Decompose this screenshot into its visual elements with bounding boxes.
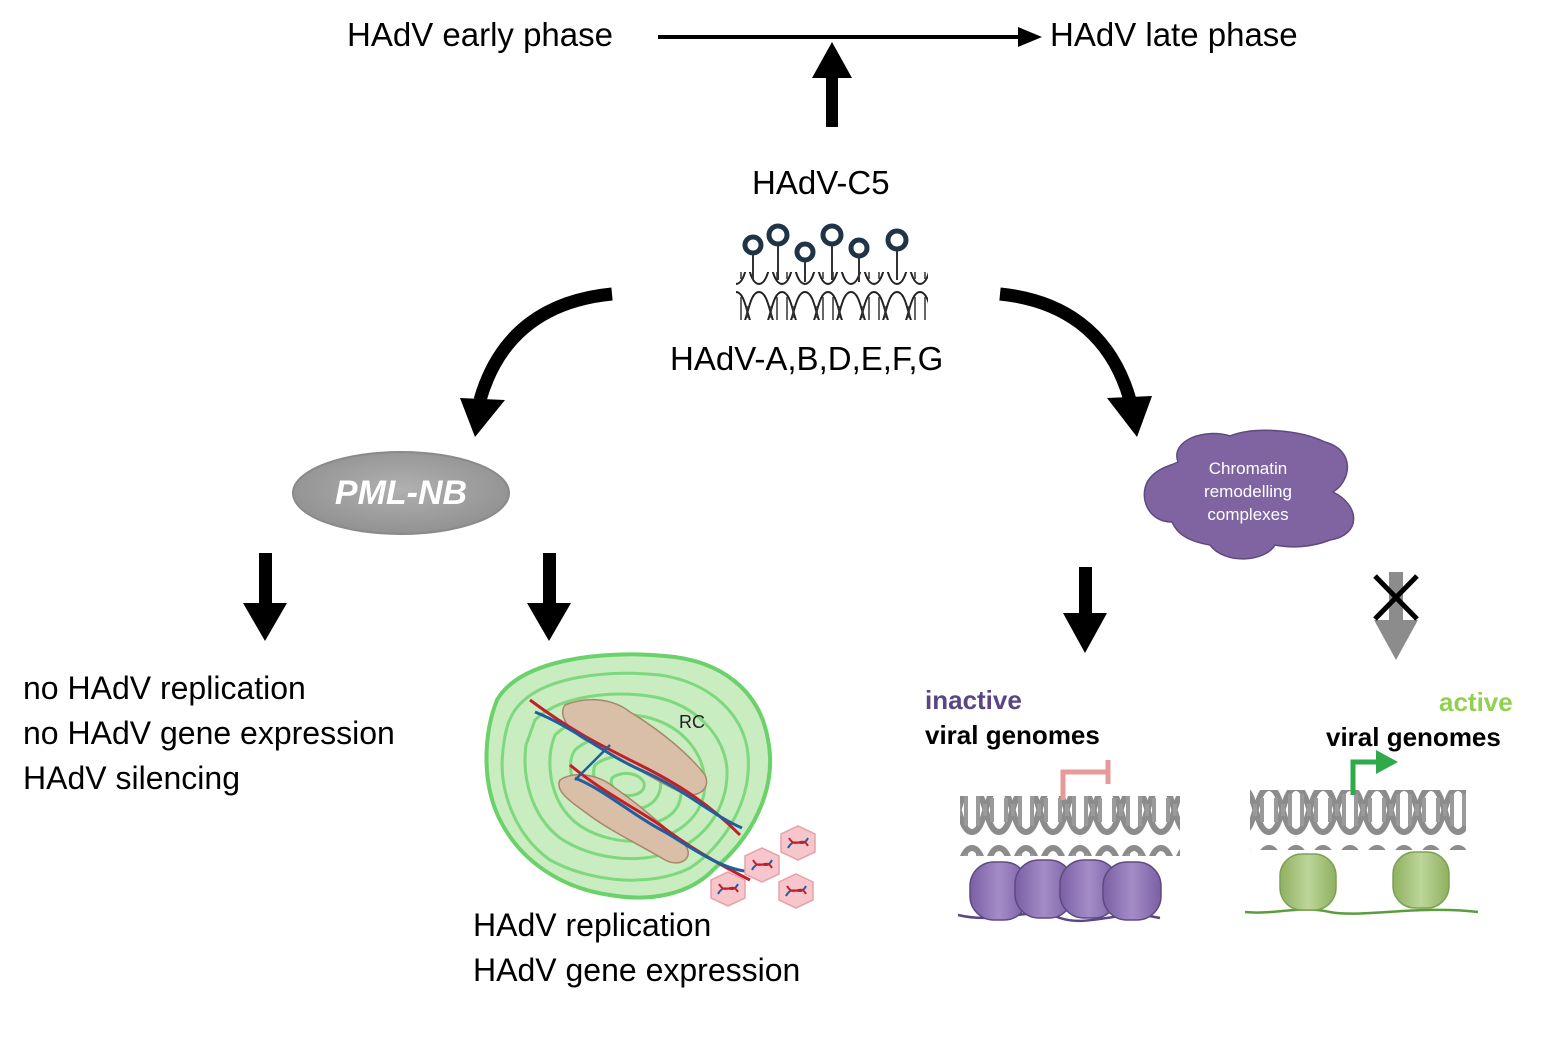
chromatin-complex-line: complexes xyxy=(1207,504,1289,524)
chromatin-complex-blob xyxy=(1143,429,1355,560)
chromatin-complex-line: Chromatin xyxy=(1208,459,1288,478)
outcome-silencing: HAdV silencing xyxy=(23,760,240,796)
early-to-late-arrow xyxy=(658,27,1042,47)
virus-particle-icon xyxy=(778,873,814,909)
active-label: active xyxy=(1439,687,1513,717)
late-phase-label: HAdV late phase xyxy=(1050,16,1298,53)
outcome-replication: HAdV replication xyxy=(473,907,712,943)
curved-arrow-left-icon xyxy=(460,287,613,437)
down-arrow-icon xyxy=(1063,567,1107,653)
inactive-label: inactive xyxy=(925,685,1022,715)
down-arrow-icon xyxy=(243,553,287,641)
viral-genome-icon xyxy=(736,223,928,320)
hadv-c5-label: HAdV-C5 xyxy=(752,164,890,201)
inactive-chromatin-icon xyxy=(957,760,1180,923)
active-genomes-label: viral genomes xyxy=(1326,722,1501,752)
blocked-arrow-icon xyxy=(1373,572,1419,660)
down-arrow-icon xyxy=(527,553,571,641)
curved-arrow-right-icon xyxy=(999,287,1152,437)
virus-particle-icon xyxy=(744,847,780,883)
rc-label: RC xyxy=(679,712,705,732)
repressor-icon xyxy=(1060,760,1111,800)
pml-nb-body xyxy=(292,451,510,535)
chromatin-complex-label: Chromatin remodelling complexes xyxy=(1168,458,1328,527)
early-phase-label: HAdV early phase xyxy=(347,16,613,53)
inactive-genomes-label: viral genomes xyxy=(925,720,1100,750)
outcome-no-replication: no HAdV replication xyxy=(23,670,306,706)
outcome-expression: HAdV gene expression xyxy=(473,952,801,988)
outcome-no-expression: no HAdV gene expression xyxy=(23,715,395,751)
virus-particle-icon xyxy=(710,871,746,907)
pml-nb-label: PML-NB xyxy=(334,473,468,512)
chromatin-complex-line: remodelling xyxy=(1204,481,1292,501)
hadv-types-label: HAdV-A,B,D,E,F,G xyxy=(670,340,944,377)
active-chromatin-icon xyxy=(1244,750,1479,915)
virus-particle-icon xyxy=(780,825,816,861)
up-arrow-icon xyxy=(812,42,852,127)
activation-arrow-icon xyxy=(1350,750,1398,795)
replication-compartment-icon xyxy=(484,652,773,900)
